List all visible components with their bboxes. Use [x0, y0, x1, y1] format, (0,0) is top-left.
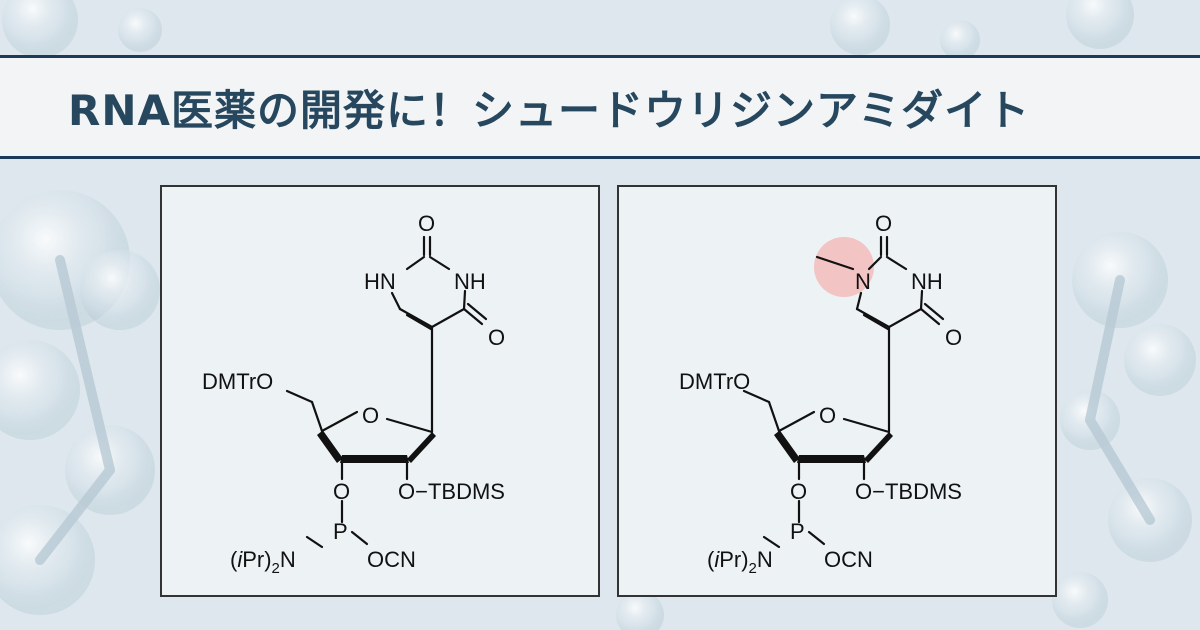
page-title: RNA医薬の開発に！シュードウリジンアミダイト [68, 85, 1031, 135]
label-diisopropylamino: (iPr)2N [707, 547, 773, 577]
label-o-tbdms: O−TBDMS [398, 479, 505, 504]
atom-label-o4: O [488, 325, 505, 350]
structure-panel-n1-methyl-pseudouridine: O N NH O DMTrO O O O−TBDMS P (iPr)2N OCN [617, 185, 1057, 597]
atom-label-ring-o: O [819, 403, 836, 428]
n1-methyl-pseudouridine-amidite-structure: O N NH O DMTrO O O O−TBDMS P (iPr)2N OCN [679, 211, 962, 577]
atom-label-o4: O [945, 325, 962, 350]
label-ocn: OCN [367, 547, 416, 572]
label-o-tbdms: O−TBDMS [855, 479, 962, 504]
atom-label-n3h: NH [911, 269, 943, 294]
label-diisopropylamino: (iPr)2N [230, 547, 296, 577]
atom-label-o3: O [790, 479, 807, 504]
atom-label-n1-methyl: N [855, 269, 871, 294]
atom-label-o2: O [875, 211, 892, 236]
atom-label-n3h: NH [454, 269, 486, 294]
label-dmtro: DMTrO [202, 369, 273, 394]
label-dmtro: DMTrO [679, 369, 750, 394]
atom-label-o3: O [333, 479, 350, 504]
atom-label-ring-o: O [362, 403, 379, 428]
pseudouridine-amidite-structure: O HN NH O DMTrO O O O−TBDMS P (iPr)2N OC… [202, 211, 505, 577]
structure-panel-pseudouridine: O HN NH O DMTrO O O O−TBDMS P (iPr)2N OC… [160, 185, 600, 597]
label-ocn: OCN [824, 547, 873, 572]
atom-label-p: P [790, 519, 805, 544]
title-banner: RNA医薬の開発に！シュードウリジンアミダイト [0, 55, 1200, 159]
atom-label-o2: O [418, 211, 435, 236]
atom-label-p: P [333, 519, 348, 544]
atom-label-n1h: HN [364, 269, 396, 294]
